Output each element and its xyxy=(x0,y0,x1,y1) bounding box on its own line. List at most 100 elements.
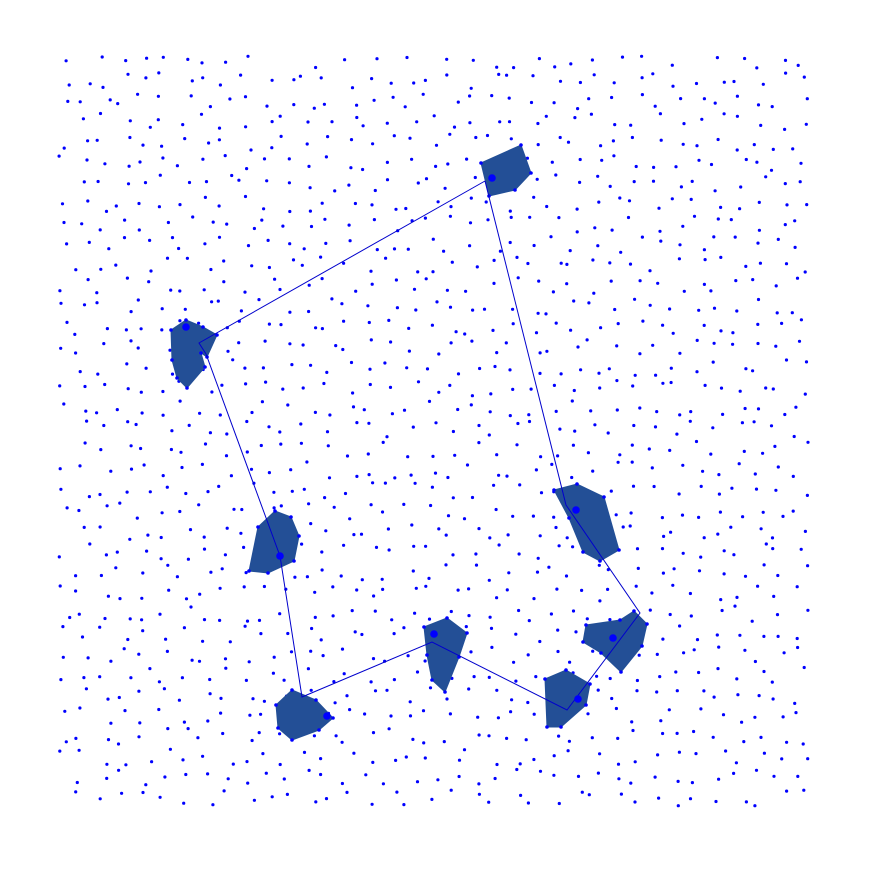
background-point xyxy=(156,118,160,122)
background-point xyxy=(104,553,108,557)
background-point xyxy=(354,289,358,293)
background-point xyxy=(190,658,194,662)
background-point xyxy=(697,308,701,312)
background-point xyxy=(508,368,512,372)
background-point xyxy=(413,481,417,485)
background-point xyxy=(322,381,326,386)
background-point xyxy=(721,713,726,717)
background-point xyxy=(99,573,103,578)
background-point xyxy=(74,574,78,578)
background-point xyxy=(271,671,275,675)
background-point xyxy=(578,157,582,162)
background-point xyxy=(220,567,224,571)
background-point xyxy=(734,279,738,283)
background-point xyxy=(184,597,189,601)
background-point xyxy=(424,544,428,548)
background-point xyxy=(288,310,292,314)
background-point xyxy=(389,340,393,344)
background-point xyxy=(260,218,264,222)
background-point xyxy=(514,632,518,636)
background-point xyxy=(160,144,164,148)
background-point xyxy=(82,525,86,530)
background-point xyxy=(162,687,166,691)
background-point xyxy=(477,527,481,531)
background-point xyxy=(517,552,521,556)
background-point xyxy=(569,328,573,332)
background-point xyxy=(424,277,428,281)
background-point xyxy=(122,236,127,240)
background-point xyxy=(198,592,202,596)
region-vertex xyxy=(184,318,188,322)
background-point xyxy=(492,281,496,285)
background-point xyxy=(157,71,161,75)
background-point xyxy=(412,81,416,85)
background-point xyxy=(267,471,271,475)
background-point xyxy=(57,555,61,559)
background-point xyxy=(610,696,614,701)
background-point xyxy=(660,516,665,520)
background-point xyxy=(402,626,406,630)
background-point xyxy=(753,659,758,664)
background-point xyxy=(468,221,473,225)
background-point xyxy=(98,228,102,232)
background-point xyxy=(217,138,221,142)
background-point xyxy=(653,104,657,108)
background-point xyxy=(733,235,737,239)
background-point xyxy=(467,587,471,591)
background-point xyxy=(245,419,249,424)
background-point xyxy=(478,366,482,371)
background-point xyxy=(806,757,810,761)
background-point xyxy=(78,100,82,104)
background-point xyxy=(245,760,249,764)
background-point xyxy=(147,280,151,284)
background-point xyxy=(678,413,682,417)
region-vertex xyxy=(276,726,280,730)
background-point xyxy=(538,534,542,538)
background-point xyxy=(719,386,724,390)
background-point xyxy=(630,135,635,140)
background-point xyxy=(270,795,274,799)
background-point xyxy=(694,439,699,444)
background-point xyxy=(434,164,438,168)
background-point xyxy=(770,105,774,109)
background-point xyxy=(424,584,428,588)
background-point xyxy=(186,727,190,731)
background-point xyxy=(733,604,737,608)
background-point xyxy=(524,738,528,742)
background-point xyxy=(774,344,778,348)
background-point xyxy=(148,125,152,129)
background-point xyxy=(239,73,243,77)
background-point xyxy=(203,195,207,199)
background-point xyxy=(374,545,379,550)
background-point xyxy=(209,267,213,272)
background-point xyxy=(634,584,638,588)
background-point xyxy=(453,453,457,457)
background-point xyxy=(388,385,393,389)
background-point xyxy=(550,160,554,164)
background-point xyxy=(222,789,226,793)
background-point xyxy=(342,261,346,265)
background-point xyxy=(668,307,672,311)
background-point xyxy=(198,411,202,415)
background-point xyxy=(424,177,429,181)
background-point xyxy=(756,241,760,245)
background-point xyxy=(641,319,645,323)
background-point xyxy=(178,203,182,207)
background-point xyxy=(300,263,304,267)
background-point xyxy=(324,797,329,801)
background-point xyxy=(620,55,625,59)
background-point xyxy=(688,797,693,801)
background-point xyxy=(362,408,366,412)
background-point xyxy=(775,613,780,617)
background-point xyxy=(160,307,164,311)
background-point xyxy=(77,748,81,752)
background-point xyxy=(372,98,376,102)
background-point xyxy=(456,372,461,376)
background-point xyxy=(250,410,254,415)
background-point xyxy=(78,464,82,468)
background-point xyxy=(576,774,581,779)
background-point xyxy=(230,173,234,178)
background-point xyxy=(751,278,755,282)
background-point xyxy=(80,222,84,226)
background-point xyxy=(105,327,109,331)
